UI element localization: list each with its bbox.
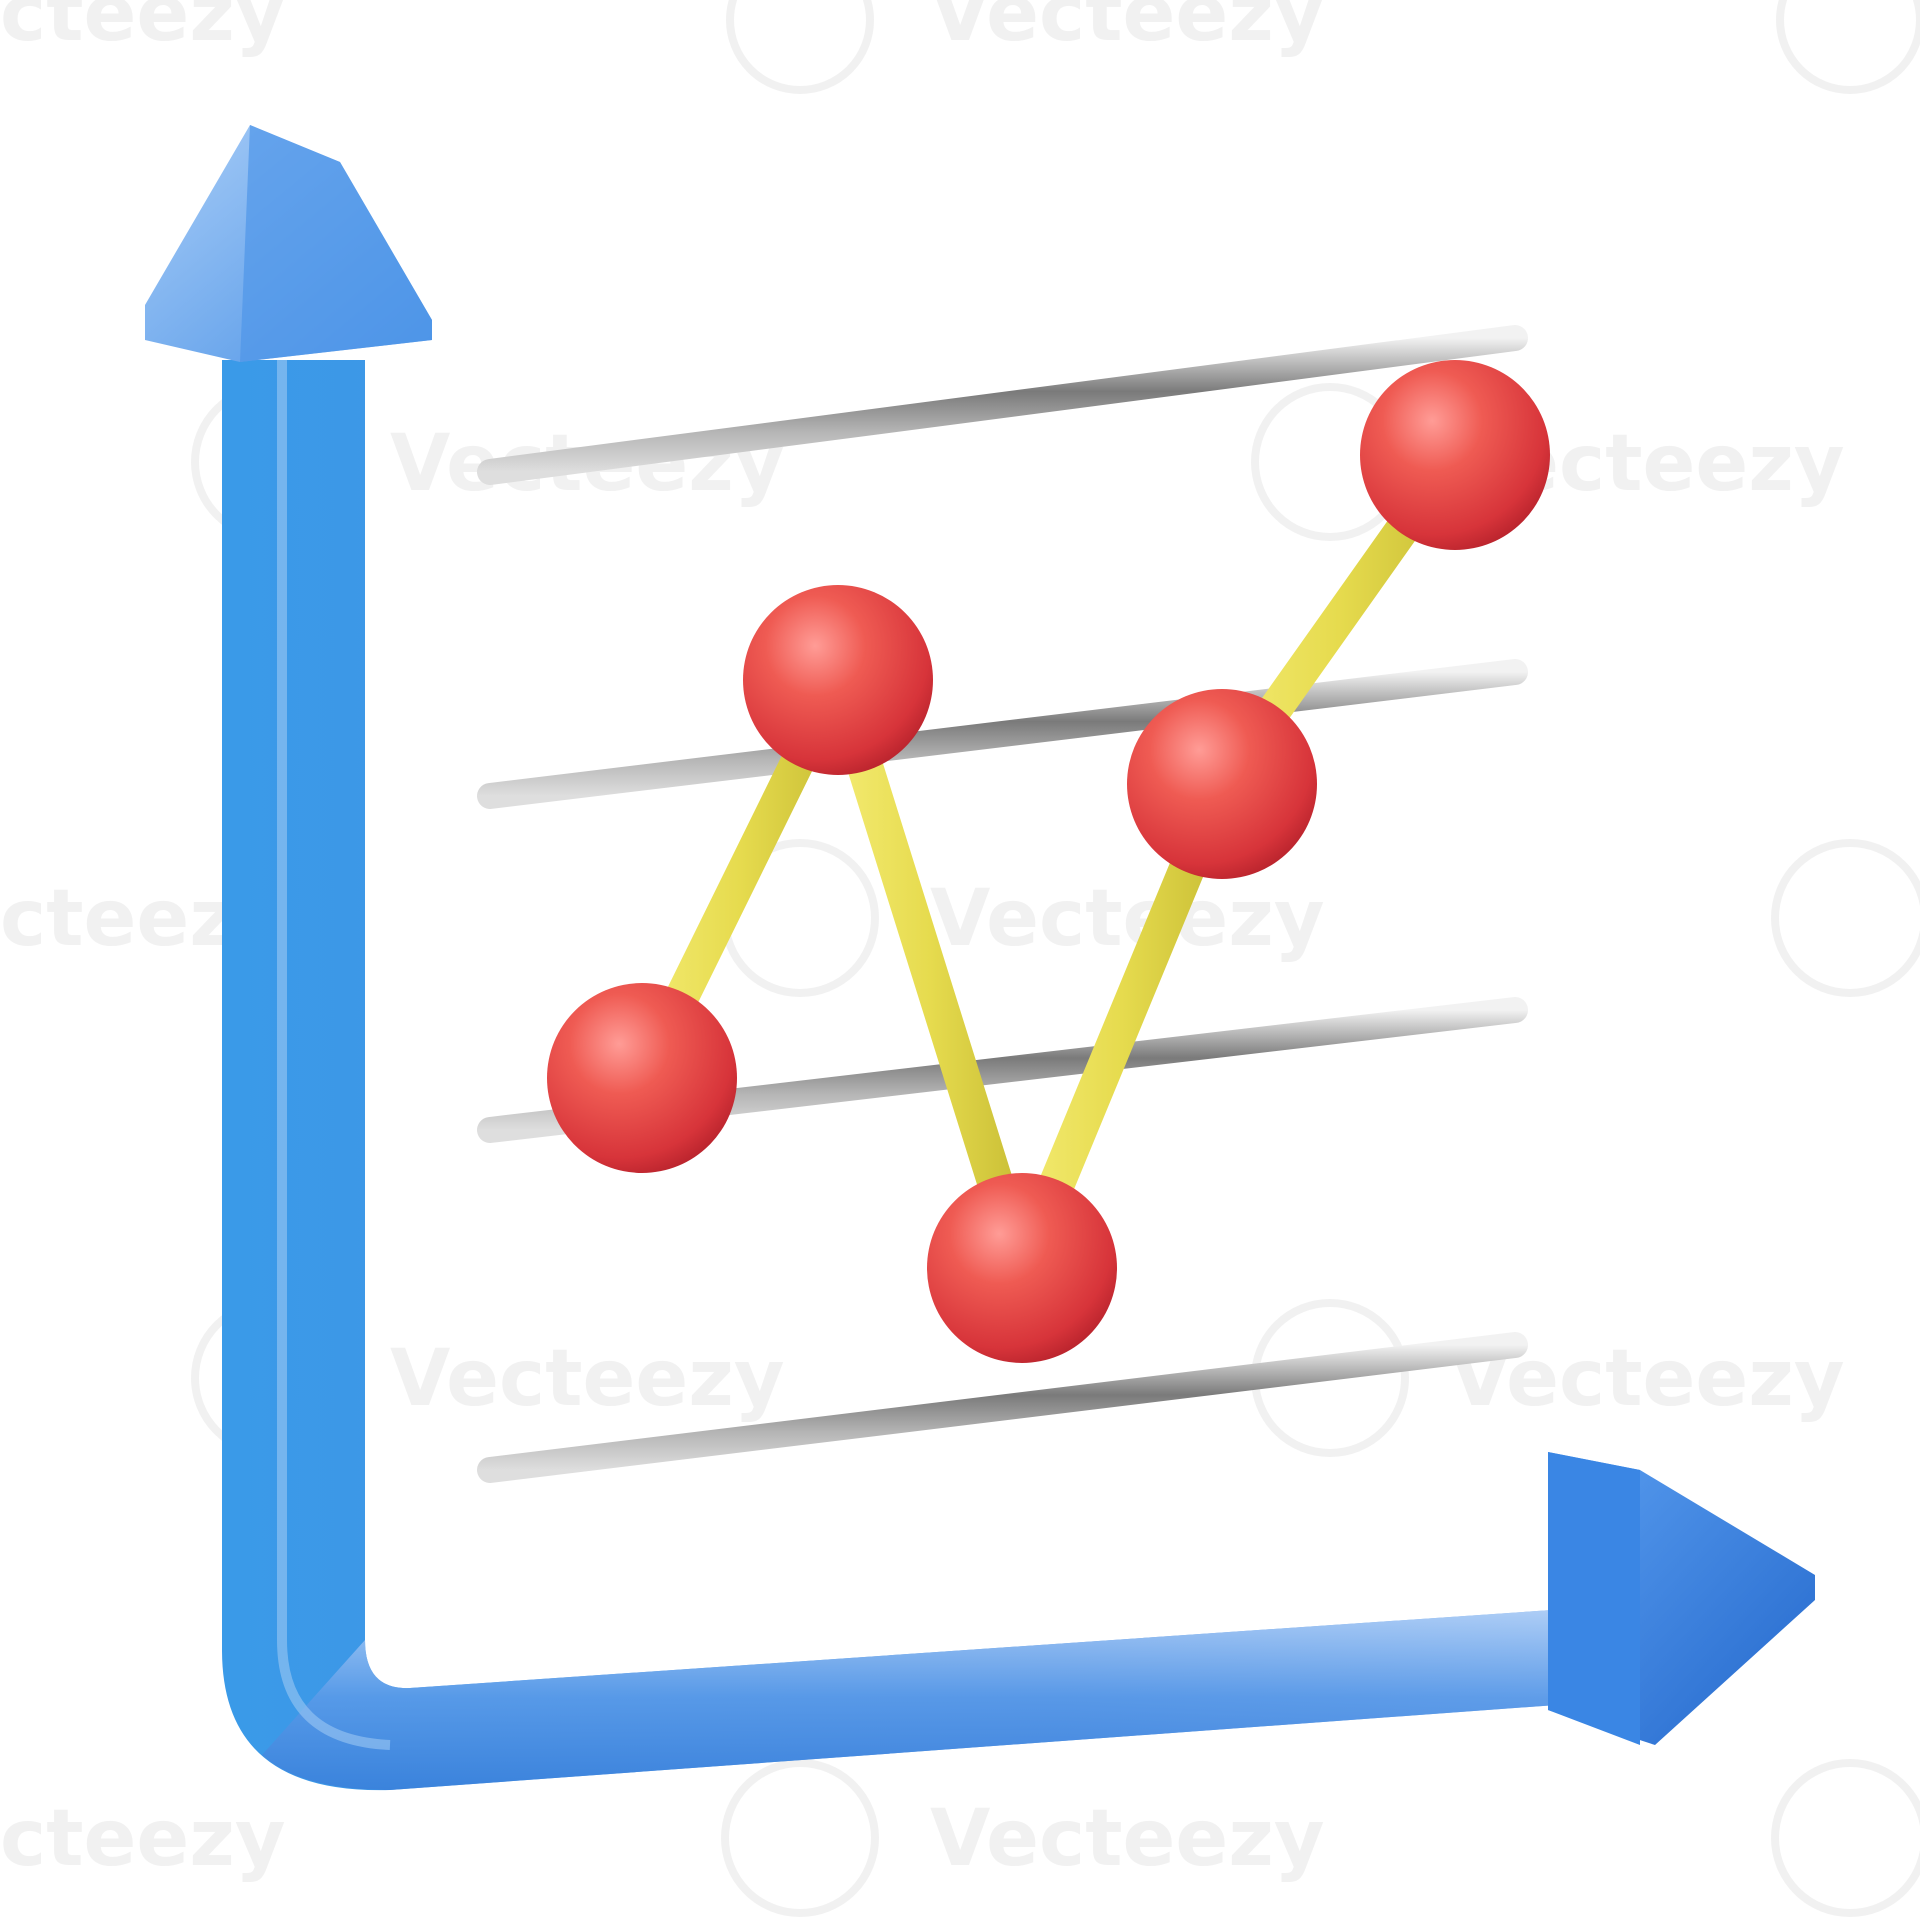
gridline — [477, 659, 1528, 809]
gridline — [477, 325, 1528, 485]
y-axis-arrow-icon — [145, 125, 432, 362]
data-point — [547, 983, 737, 1173]
watermark-text: Vecteezy — [930, 0, 1325, 59]
watermark-text: cteezy — [0, 1794, 286, 1884]
watermark-text: Vecteezy — [390, 1334, 785, 1424]
chart-axes — [145, 125, 1815, 1791]
gridline — [477, 1332, 1528, 1483]
watermark-text: cteezy — [0, 0, 286, 59]
x-axis-arrow-icon — [1548, 1452, 1815, 1745]
x-axis-shaft — [262, 1605, 1625, 1790]
data-point — [927, 1173, 1117, 1363]
data-point — [743, 585, 933, 775]
watermark-text: Vecteezy — [930, 1794, 1325, 1884]
data-points — [547, 360, 1550, 1363]
connector — [820, 662, 1040, 1286]
data-point — [1360, 360, 1550, 550]
watermark-text: Vecteezy — [930, 874, 1325, 964]
data-point — [1127, 689, 1317, 879]
data-line — [625, 438, 1472, 1286]
